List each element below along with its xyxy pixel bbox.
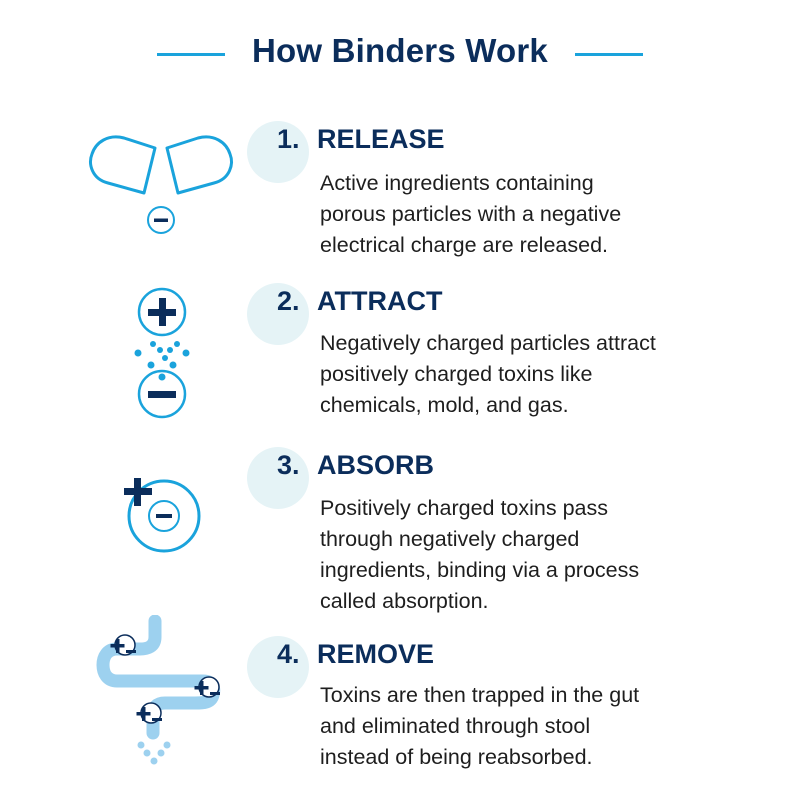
intestine-remove-icon bbox=[96, 615, 221, 765]
step-title: ATTRACT bbox=[317, 286, 443, 316]
toxin-badge-1 bbox=[110, 634, 136, 656]
page-title: How Binders Work bbox=[252, 32, 548, 69]
step-number: 2. bbox=[277, 286, 300, 316]
step-description: Toxins are then trapped in the gut and e… bbox=[320, 683, 640, 769]
step-number: 3. bbox=[277, 450, 300, 480]
step-number-circle bbox=[247, 121, 309, 183]
title-divider-right bbox=[575, 53, 643, 56]
step-heading: 3. ABSORB bbox=[277, 450, 434, 481]
step-heading: 1. RELEASE bbox=[277, 124, 445, 155]
step-description: Positively charged toxins pass through n… bbox=[320, 496, 640, 613]
charge-absorb-icon bbox=[124, 478, 201, 553]
step-title: ABSORB bbox=[317, 450, 435, 480]
step-description: Negatively charged particles attract pos… bbox=[320, 331, 656, 417]
step-number-circle bbox=[247, 283, 309, 345]
step-number: 4. bbox=[277, 639, 300, 669]
step-number: 1. bbox=[277, 124, 300, 154]
capsule-release-icon bbox=[89, 135, 233, 234]
title-row: How Binders Work bbox=[0, 28, 800, 78]
step-title: RELEASE bbox=[317, 124, 445, 154]
step-number-circle bbox=[247, 636, 309, 698]
step-heading: 2. ATTRACT bbox=[277, 286, 442, 317]
step-title: REMOVE bbox=[317, 639, 435, 669]
step-heading: 4. REMOVE bbox=[277, 639, 434, 670]
step-description: Active ingredients containing porous par… bbox=[320, 171, 622, 257]
charge-attract-icon bbox=[134, 287, 190, 419]
title-divider-left bbox=[157, 53, 225, 56]
step-number-circle bbox=[247, 447, 309, 509]
